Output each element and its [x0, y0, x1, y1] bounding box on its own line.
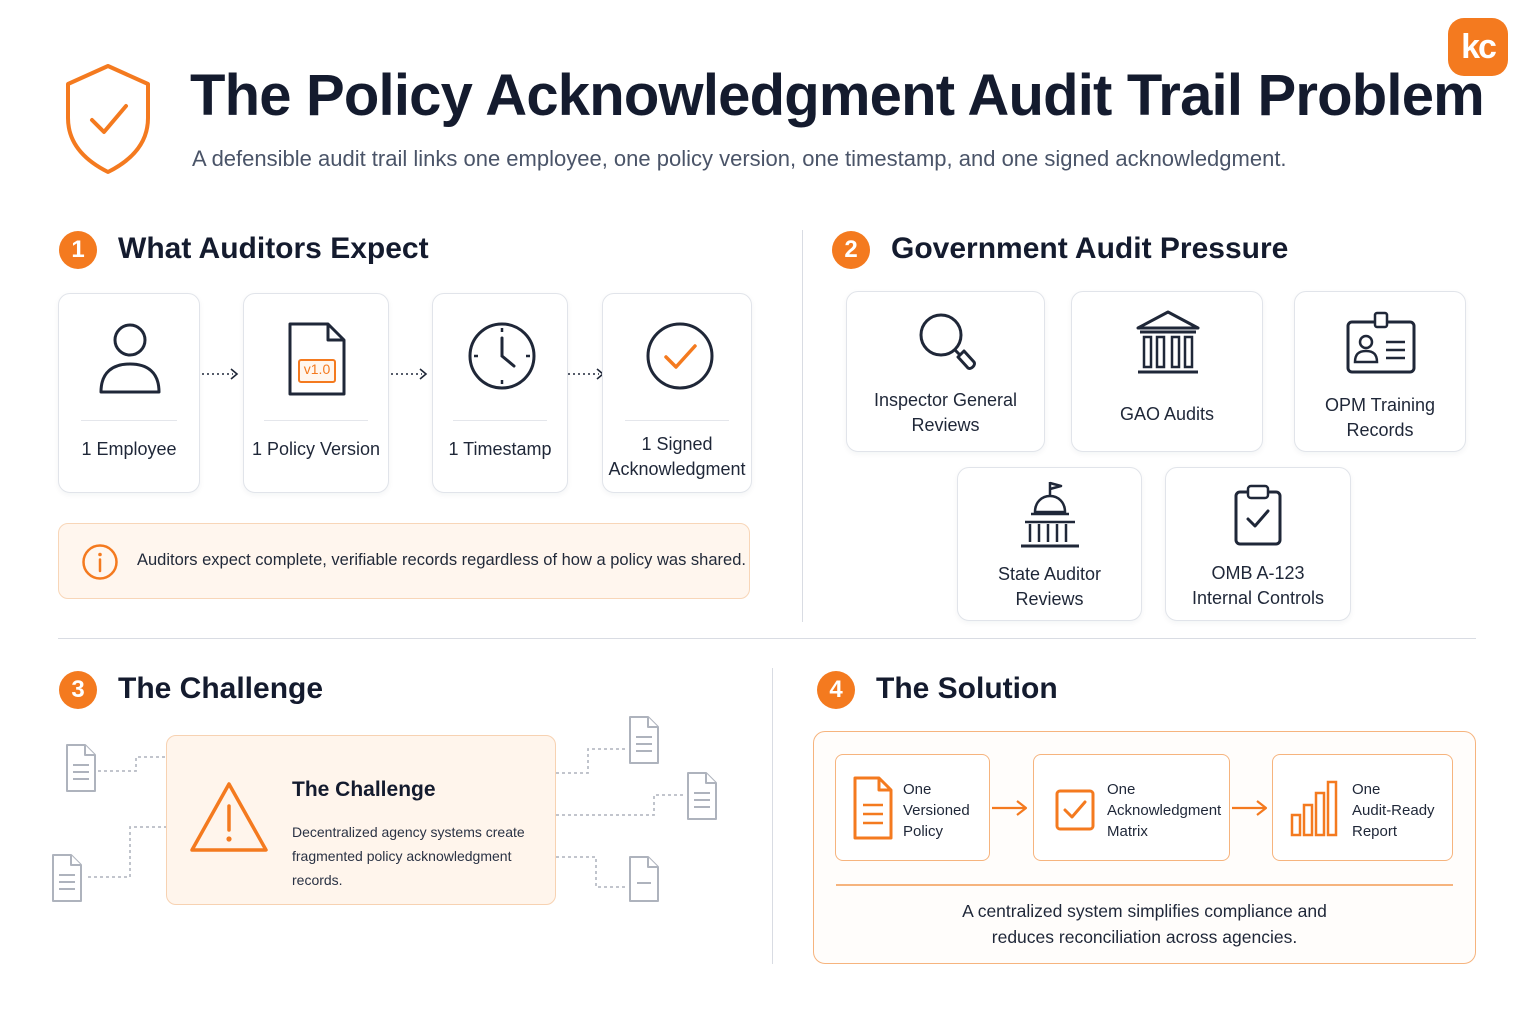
page-subtitle: A defensible audit trail links one emplo… — [192, 146, 1287, 171]
challenge-title: The Challenge — [292, 778, 436, 801]
clock-icon — [468, 322, 536, 390]
divider-bottom — [772, 668, 773, 964]
divider-middle — [58, 638, 1476, 639]
pressure-label: Internal Controls — [1191, 588, 1325, 608]
id-badge-icon — [1346, 311, 1416, 374]
solution-text: Report — [1352, 823, 1398, 840]
document-icon — [52, 854, 82, 902]
section-number-4: 4 — [817, 671, 855, 709]
expect-card-policy-version: v1.0 1 Policy Version — [243, 293, 389, 493]
brand-logo: kc — [1448, 18, 1508, 76]
pressure-label: Reviews — [911, 415, 980, 435]
pressure-card-state-auditor: State Auditor Reviews — [957, 467, 1142, 621]
document-icon — [687, 772, 717, 820]
pressure-label: Reviews — [1015, 589, 1084, 609]
info-text: Auditors expect complete, verifiable rec… — [137, 551, 746, 569]
pressure-label: OPM Training — [1324, 395, 1436, 415]
government-building-icon — [1136, 310, 1200, 374]
magnifier-icon — [919, 313, 976, 370]
expect-label: 1 Signed — [641, 434, 713, 454]
expect-label: Acknowledgment — [608, 459, 746, 479]
pressure-card-inspector-general: Inspector General Reviews — [846, 291, 1045, 452]
info-callout: Auditors expect complete, verifiable rec… — [58, 523, 750, 599]
solution-text: Policy — [903, 823, 944, 840]
version-badge: v1.0 — [303, 361, 331, 377]
divider-top — [802, 230, 803, 622]
pressure-label: Records — [1346, 420, 1414, 440]
section-number-3: 3 — [59, 671, 97, 709]
bar-chart-icon — [1290, 780, 1338, 837]
arrow-right-icon — [568, 368, 605, 380]
arrow-right-icon — [202, 368, 239, 380]
arrow-right-icon — [992, 800, 1028, 816]
document-version-icon — [288, 322, 346, 396]
solution-caption-line: reduces reconciliation across agencies. — [991, 927, 1298, 947]
solution-caption: A centralized system simplifies complian… — [814, 898, 1475, 950]
solution-text: Audit-Ready — [1352, 802, 1435, 819]
section-title-solution: The Solution — [876, 672, 1058, 705]
document-icon — [66, 744, 96, 792]
solution-panel: One Versioned Policy One Acknowledgment … — [813, 731, 1476, 964]
section-number-2: 2 — [832, 231, 870, 269]
expect-card-timestamp: 1 Timestamp — [432, 293, 568, 493]
solution-card-audit-ready-report: One Audit-Ready Report — [1272, 754, 1453, 861]
solution-text: Acknowledgment — [1107, 802, 1222, 819]
solution-text: One — [1107, 781, 1136, 798]
document-icon — [629, 856, 659, 902]
section-title-expect: What Auditors Expect — [118, 232, 429, 265]
challenge-callout: The Challenge Decentralized agency syste… — [166, 735, 556, 905]
warning-icon — [190, 782, 268, 852]
fragmented-records-graphic — [52, 716, 717, 902]
pressure-label: OMB A-123 — [1211, 563, 1305, 583]
expect-label: 1 Employee — [81, 439, 177, 459]
solution-text: Matrix — [1107, 823, 1148, 840]
solution-card-acknowledgment-matrix: One Acknowledgment Matrix — [1033, 754, 1230, 861]
arrow-right-icon — [391, 368, 428, 380]
section-title-challenge: The Challenge — [118, 672, 324, 705]
solution-caption-line: A centralized system simplifies complian… — [962, 901, 1327, 921]
solution-text: One — [903, 781, 932, 798]
pressure-card-opm: OPM Training Records — [1294, 291, 1466, 452]
expect-label: 1 Timestamp — [448, 439, 552, 459]
pressure-label: GAO Audits — [1119, 404, 1215, 424]
document-icon — [853, 776, 893, 840]
check-circle-icon — [646, 322, 714, 390]
checkbox-icon — [1055, 789, 1095, 831]
expect-card-signed-acknowledgment: 1 Signed Acknowledgment — [602, 293, 752, 493]
expect-card-employee: 1 Employee — [58, 293, 200, 493]
solution-text: One — [1352, 781, 1381, 798]
pressure-label: State Auditor — [997, 564, 1102, 584]
challenge-text: Decentralized agency systems create frag… — [292, 824, 525, 888]
solution-text: Versioned — [903, 802, 970, 819]
section-number-1: 1 — [59, 231, 97, 269]
info-icon — [82, 544, 118, 580]
capitol-icon — [1021, 481, 1079, 548]
solution-card-versioned-policy: One Versioned Policy — [835, 754, 990, 861]
pressure-card-gao: GAO Audits — [1071, 291, 1263, 452]
document-icon — [629, 716, 659, 764]
solution-divider — [836, 884, 1453, 886]
clipboard-check-icon — [1234, 484, 1282, 546]
pressure-label: Inspector General — [873, 390, 1018, 410]
page-title: The Policy Acknowledgment Audit Trail Pr… — [190, 63, 1485, 128]
section-title-pressure: Government Audit Pressure — [891, 232, 1289, 265]
person-icon — [99, 323, 161, 394]
pressure-card-omb: OMB A-123 Internal Controls — [1165, 467, 1351, 621]
expect-label: 1 Policy Version — [251, 439, 381, 459]
shield-check-icon — [66, 64, 150, 174]
arrow-right-icon — [1232, 800, 1268, 816]
